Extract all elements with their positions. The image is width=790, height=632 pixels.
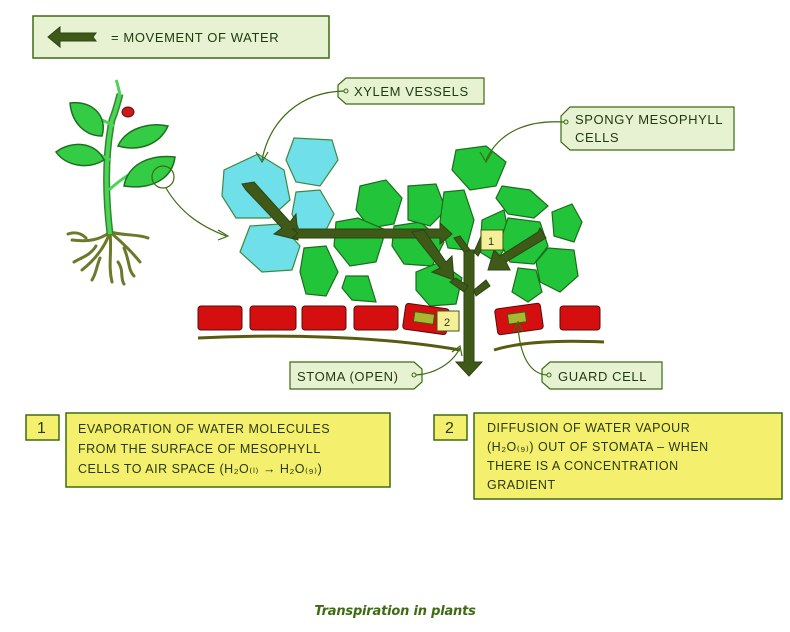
step-1-line: CELLS TO AIR SPACE (H₂O₍ₗ₎ → H₂O₍₉₎) (78, 462, 322, 476)
roots (66, 230, 150, 286)
step-2-line: DIFFUSION OF WATER VAPOUR (487, 421, 690, 435)
step-2-line: THERE IS A CONCENTRATION (487, 459, 679, 473)
mesophyll-cell (551, 203, 583, 243)
step-1: 1 EVAPORATION OF WATER MOLECULES FROM TH… (25, 412, 391, 488)
xylem-pointer (261, 90, 345, 161)
step-2: 2 DIFFUSION OF WATER VAPOUR (H₂O₍₉₎) OUT… (433, 412, 783, 500)
svg-text:SPONGY MESOPHYLL: SPONGY MESOPHYLL (575, 112, 723, 127)
svg-text:CELLS: CELLS (575, 130, 619, 145)
legend-text: = MOVEMENT OF WATER (111, 30, 279, 45)
thick-left-arrow-icon (47, 25, 97, 49)
water-arrow (473, 279, 491, 297)
label-guard-cell: GUARD CELL (512, 320, 663, 390)
lower-epidermis (197, 305, 601, 331)
epidermis-cell (559, 305, 601, 331)
mesophyll-cell (341, 275, 377, 303)
mesophyll-cell (299, 245, 339, 297)
mesophyll-cell (535, 247, 579, 293)
step-2-line: (H₂O₍₉₎) OUT OF STOMATA – WHEN (487, 440, 709, 454)
zoom-pointer-arrow (165, 187, 227, 237)
epidermis-cell (249, 305, 297, 331)
zoom-circle (151, 165, 175, 189)
marker-2: 2 (436, 310, 460, 332)
step-1-line: FROM THE SURFACE OF MESOPHYLL (78, 442, 321, 456)
legend: = MOVEMENT OF WATER (32, 15, 330, 59)
leaf (116, 124, 170, 149)
step-1-number: 1 (37, 420, 46, 437)
water-arrow (453, 235, 471, 253)
flower-bud (121, 106, 135, 118)
guard-cell-right (494, 302, 544, 336)
water-arrow (449, 277, 469, 293)
svg-text:2: 2 (444, 317, 450, 329)
svg-text:GUARD CELL: GUARD CELL (558, 369, 647, 384)
figure-caption: Transpiration in plants (314, 604, 476, 619)
label-spongy-mesophyll: SPONGY MESOPHYLL CELLS (479, 106, 735, 164)
mesophyll-cell (495, 185, 549, 219)
label-xylem-vessels: XYLEM VESSELS (255, 77, 485, 164)
water-arrow (290, 221, 453, 246)
step-2-number: 2 (445, 420, 454, 437)
epidermis-cell (301, 305, 347, 331)
label-stoma: STOMA (OPEN) (289, 344, 463, 390)
plant-illustration (54, 79, 230, 286)
step-1-line: EVAPORATION OF WATER MOLECULES (78, 422, 330, 436)
water-arrow (454, 249, 484, 377)
mesophyll-cell (407, 183, 447, 227)
marker-1: 1 (480, 229, 504, 251)
cuticle-right (493, 339, 605, 352)
epidermis-cell (197, 305, 243, 331)
epidermis-cell (353, 305, 399, 331)
svg-text:1: 1 (488, 236, 494, 248)
guard-pointer (517, 325, 548, 376)
water-arrow (241, 181, 299, 241)
step-2-line: GRADIENT (487, 478, 556, 492)
leaf (54, 143, 105, 167)
svg-text:XYLEM VESSELS: XYLEM VESSELS (354, 84, 469, 99)
water-movement-arrows (241, 181, 547, 377)
svg-text:STOMA (OPEN): STOMA (OPEN) (297, 369, 399, 384)
mesophyll-cell (451, 145, 507, 191)
mesophyll-cell (355, 179, 403, 229)
leaf (123, 155, 176, 188)
mesophyll-cell (511, 267, 543, 303)
xylem-cell (285, 137, 339, 187)
water-arrow (487, 226, 547, 271)
leaf (69, 101, 104, 137)
spongy-pointer (485, 121, 565, 161)
stoma-pointer (415, 347, 461, 376)
cuticle-left (197, 334, 461, 352)
